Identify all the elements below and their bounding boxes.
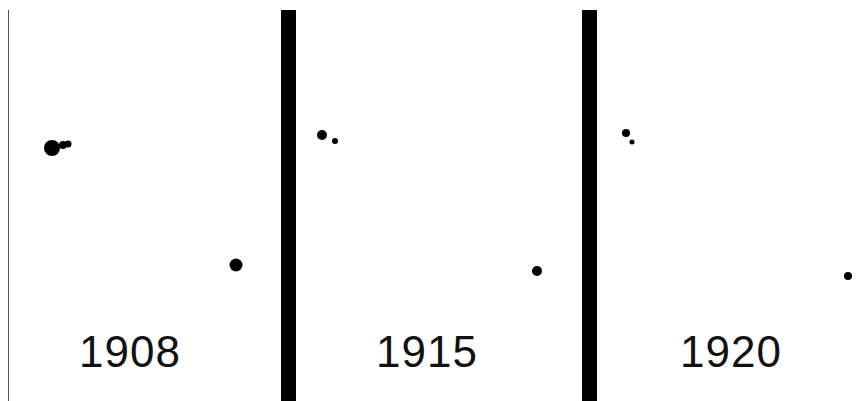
star-dot <box>630 140 635 145</box>
edge-line <box>8 10 9 401</box>
star-dot <box>65 141 72 148</box>
star-dot <box>44 140 60 156</box>
year-label: 1908 <box>79 330 181 374</box>
star-dot <box>230 259 243 272</box>
divider-bar <box>281 10 296 401</box>
star-dot <box>332 138 338 144</box>
star-dot <box>622 129 630 137</box>
divider-bar <box>582 10 597 401</box>
star-dot <box>844 272 852 280</box>
year-label: 1920 <box>680 330 782 374</box>
year-label: 1915 <box>376 330 478 374</box>
star-dot <box>317 130 327 140</box>
star-dot <box>532 266 542 276</box>
